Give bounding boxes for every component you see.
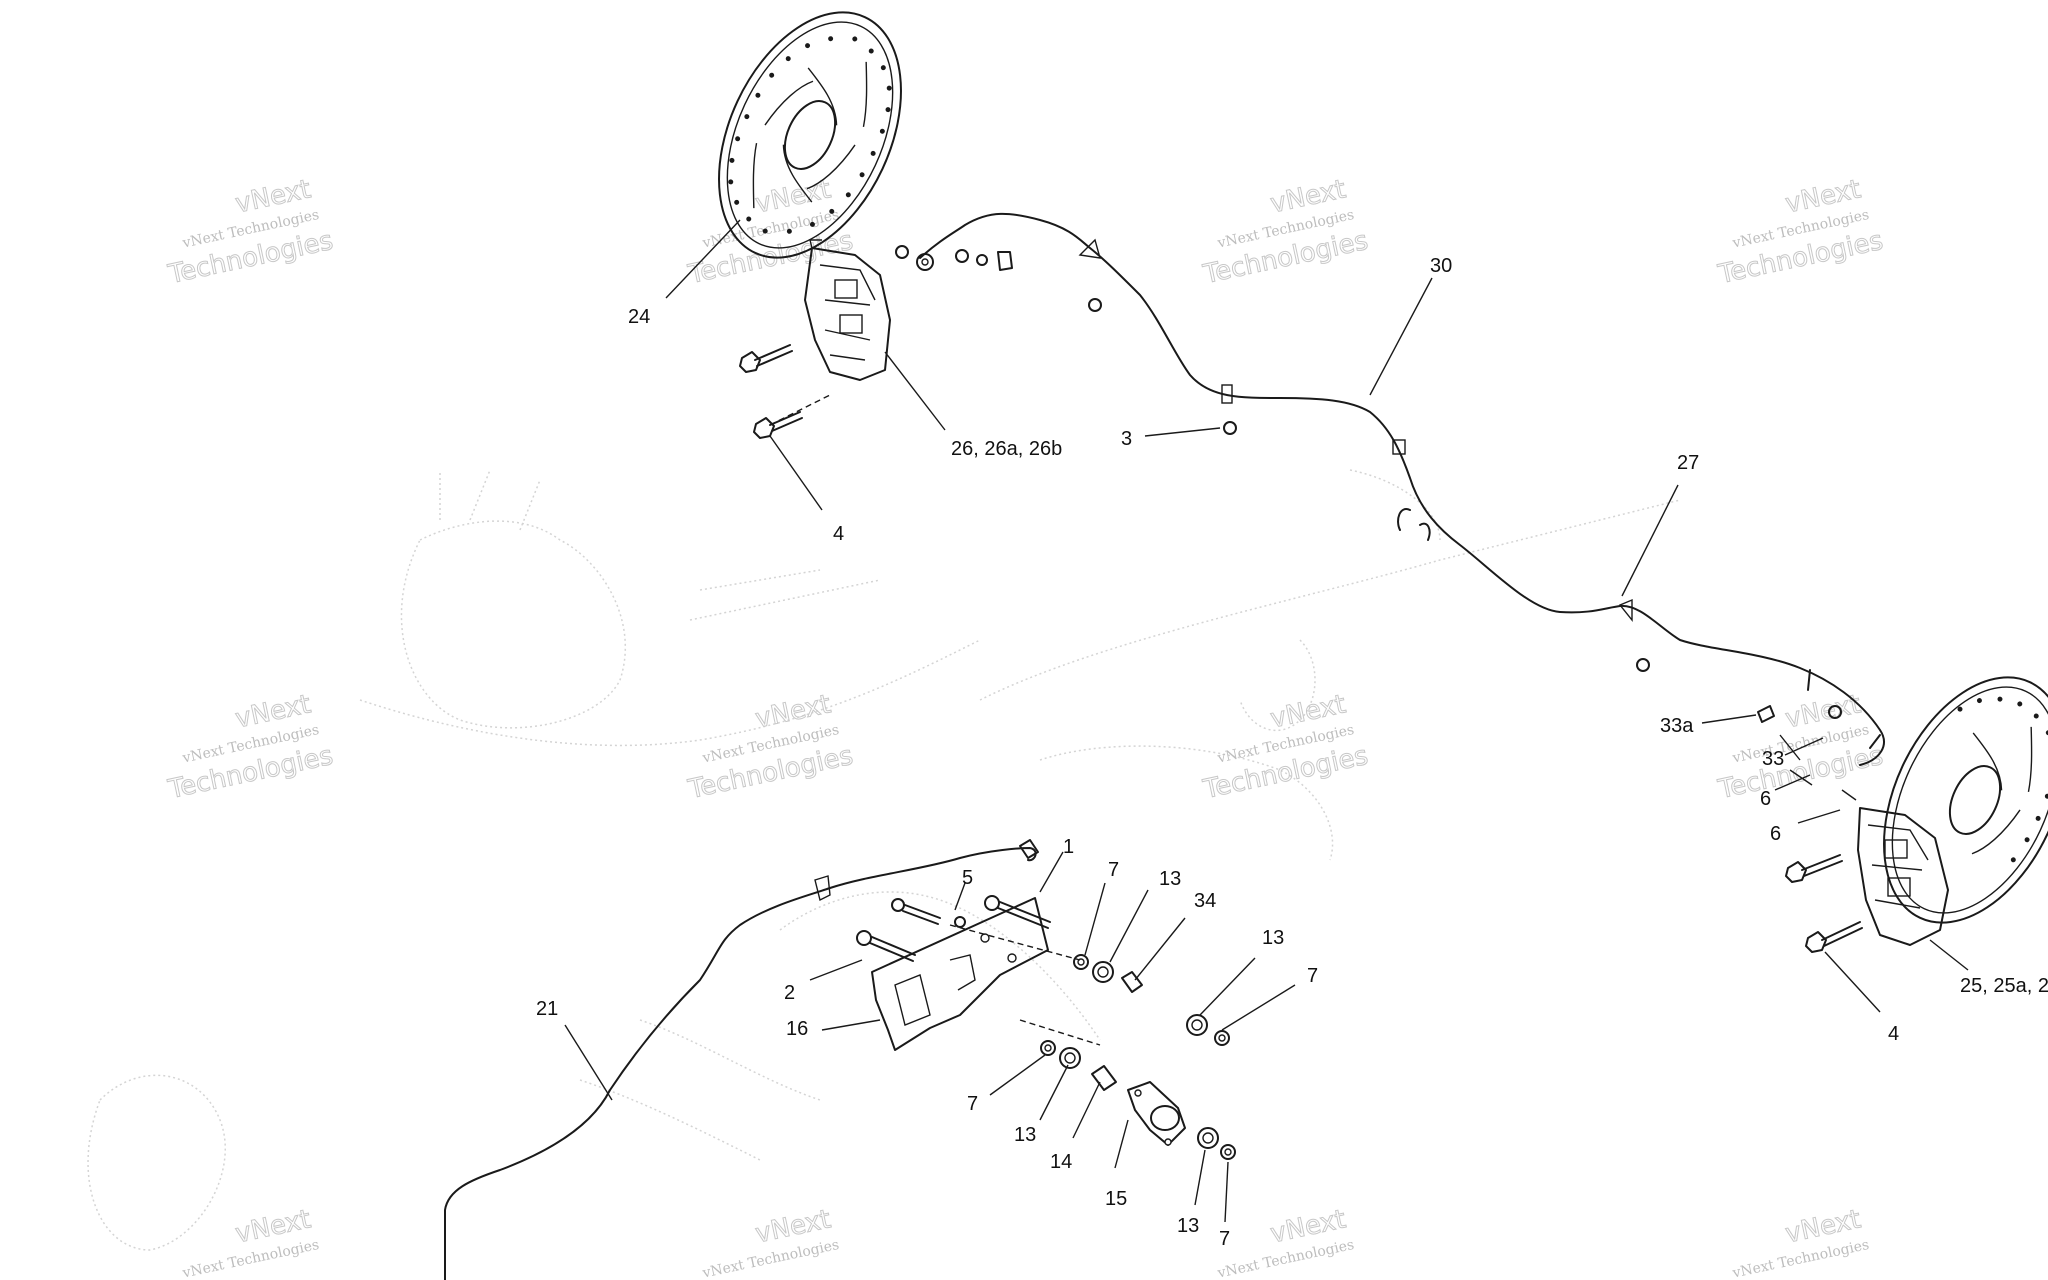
brake-caliper-left [804,239,891,381]
callout-labels: 24 26, 26a, 26b 4 3 30 27 33a 33 6 6 25,… [536,255,2048,1250]
callout-4-left: 4 [833,523,844,545]
callout-14: 14 [1050,1151,1072,1173]
callout-13-lower: 13 [1014,1124,1036,1146]
pivot-bolt-1 [984,895,1051,929]
assembly-line [1019,1019,1101,1046]
bolt-2 [856,930,916,962]
watermarks: vNext vNext Technologies Technologies vN… [165,174,1887,1280]
washers-and-bushings [1040,954,1236,1160]
callout-1: 1 [1063,836,1074,858]
callout-30: 30 [1430,255,1452,277]
callout-3: 3 [1121,428,1132,450]
callout-27: 27 [1677,452,1699,474]
callout-5: 5 [962,867,973,889]
callout-7-bottom: 7 [1219,1228,1230,1250]
pedal-pivot-15 [1127,1081,1186,1146]
caliper-bolt-left-lower [753,411,803,439]
callout-24: 24 [628,306,650,328]
callout-6-upper: 6 [1760,788,1771,810]
brake-line-21 [444,839,1039,1280]
brake-disc-left [718,11,902,259]
callout-7-lower: 7 [967,1093,978,1115]
brake-disc-right [1883,676,2048,924]
callout-2: 2 [784,982,795,1004]
callout-25: 25, 25a, 2 [1960,975,2048,997]
brake-line-30 [919,212,1885,766]
banjo-fittings-left [895,245,1013,271]
callout-13-mid: 13 [1262,927,1284,949]
leader-lines [564,219,1969,1223]
caliper-bolt-right-upper [1785,854,1843,883]
assembly-line [949,924,1081,961]
callout-13-upper: 13 [1159,868,1181,890]
callout-21: 21 [536,998,558,1020]
callout-33: 33 [1762,748,1784,770]
callout-7-mid: 7 [1307,965,1318,987]
callout-26: 26, 26a, 26b [951,438,1062,460]
caliper-bolt-left-upper [739,344,793,373]
bolt-5 [891,898,966,928]
bleeder-33 [1757,705,1857,801]
clip-bolt-3 [1088,298,1842,719]
callout-33a: 33a [1660,715,1694,737]
ghost-frame [87,469,1681,1251]
callout-34: 34 [1194,890,1216,912]
caliper-bolt-right-lower [1805,921,1863,953]
callout-13-bottom: 13 [1177,1215,1199,1237]
callout-15: 15 [1105,1188,1127,1210]
callout-6-lower: 6 [1770,823,1781,845]
callout-16: 16 [786,1018,808,1040]
pedal-bracket-16 [871,897,1049,1051]
callout-4-right: 4 [1888,1023,1899,1045]
callout-7-upper: 7 [1108,859,1119,881]
assembly-line [769,394,831,426]
brake-caliper-right [1857,807,1949,946]
